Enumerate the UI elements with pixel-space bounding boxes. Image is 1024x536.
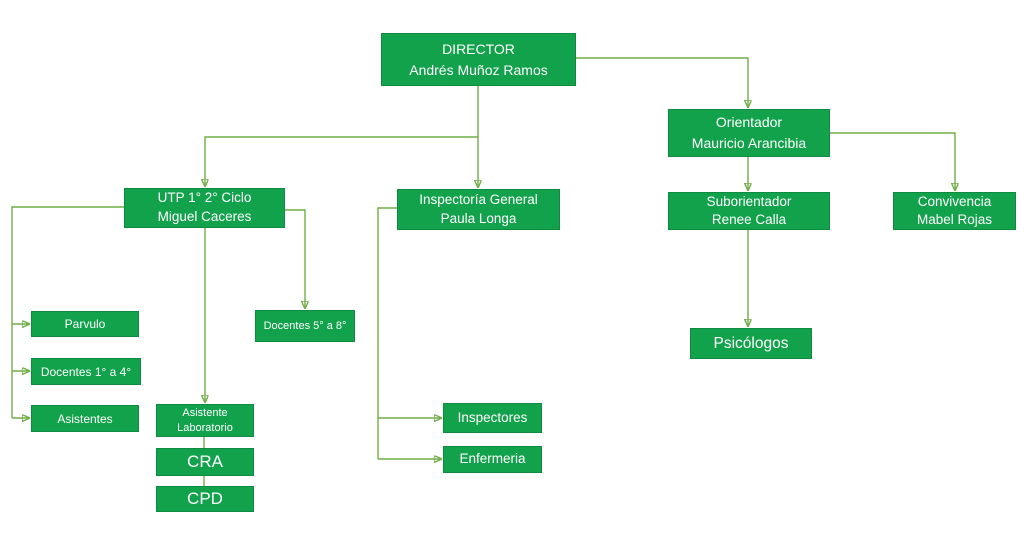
org-node-convivencia: Convivencia Mabel Rojas [893, 192, 1016, 230]
node-person: Paula Longa [440, 210, 517, 226]
node-title: Orientador [715, 114, 783, 130]
org-node-docentes-1-4: Docentes 1° a 4° [31, 358, 141, 385]
node-person: Mauricio Arancibia [691, 135, 807, 151]
node-person: Miguel Caceres [157, 209, 252, 224]
org-node-utp: UTP 1° 2° Ciclo Miguel Caceres [124, 188, 285, 228]
connector-director-orientador [576, 57, 748, 107]
node-title: DIRECTOR [442, 40, 515, 57]
connector-director-utp [205, 136, 478, 186]
org-node-enfermeria: Enfermeria [443, 446, 542, 473]
node-title: Asistente [182, 406, 228, 419]
org-node-inspectoria-general: Inspectoría General Paula Longa [397, 189, 560, 230]
org-node-cra: CRA [156, 448, 254, 476]
node-title: CRA [187, 452, 223, 472]
node-title: Docentes 1° a 4° [40, 364, 132, 379]
node-person: Renee Calla [711, 212, 787, 227]
org-node-director: DIRECTOR Andrés Muñoz Ramos [381, 33, 576, 86]
connector-utp-docentes58 [285, 209, 305, 308]
node-title: Convivencia [917, 193, 992, 209]
node-title: Parvulo [64, 317, 106, 331]
org-node-orientador: Orientador Mauricio Arancibia [668, 109, 830, 157]
node-title: Psicólogos [713, 334, 789, 352]
org-node-suborientador: Suborientador Renee Calla [668, 192, 830, 230]
node-person: Mabel Rojas [916, 212, 993, 227]
node-title: CPD [187, 489, 223, 509]
node-title: Suborientador [706, 193, 792, 209]
node-title: Docentes 5° a 8° [263, 319, 347, 332]
org-node-parvulo: Parvulo [31, 311, 139, 337]
org-node-psicologos: Psicólogos [690, 328, 812, 359]
org-node-docentes-5-8: Docentes 5° a 8° [255, 310, 355, 342]
node-title: UTP 1° 2° Ciclo [157, 190, 252, 206]
org-node-asistente-laboratorio: Asistente Laboratorio [156, 404, 254, 437]
node-title: Inspectoría General [419, 191, 538, 207]
org-node-cpd: CPD [156, 486, 254, 512]
node-title: Enfermeria [459, 451, 526, 467]
node-title: Inspectores [457, 409, 528, 425]
org-node-asistentes: Asistentes [31, 405, 139, 432]
connector-utp-left-rail [11, 206, 124, 418]
org-node-inspectores: Inspectores [443, 403, 542, 433]
node-title-line2: Laboratorio [177, 421, 233, 434]
connector-inspectoria-left-rail [377, 207, 397, 459]
node-title: Asistentes [57, 411, 113, 426]
node-person: Andrés Muñoz Ramos [409, 61, 548, 78]
connector-orientador-convivencia [830, 132, 955, 190]
